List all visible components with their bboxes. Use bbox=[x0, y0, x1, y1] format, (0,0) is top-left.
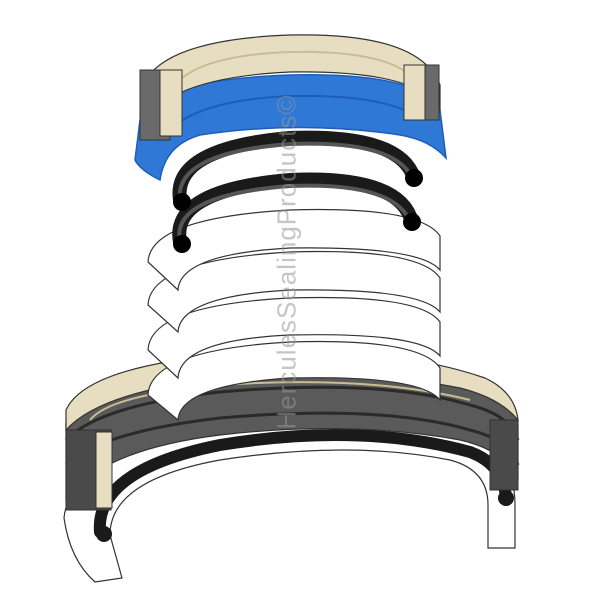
lower-o-ring bbox=[93, 429, 514, 542]
lower-seal-cut-face-right bbox=[489, 419, 519, 491]
upper-seal-cut-face-left bbox=[139, 69, 183, 141]
upper-seal-blue-body bbox=[134, 74, 448, 182]
lower-seal-cut-face-left bbox=[65, 429, 113, 511]
upper-seal-tan-ring bbox=[139, 34, 441, 128]
middle-backup-ring-1 bbox=[147, 208, 441, 292]
upper-seal-cut-face-right bbox=[403, 64, 440, 121]
watermark-text: HerculesSealingProducts© bbox=[271, 94, 302, 430]
upper-o-ring-2 bbox=[172, 172, 421, 253]
upper-o-ring-1 bbox=[172, 130, 423, 211]
middle-backup-ring-4 bbox=[147, 340, 441, 422]
middle-backup-ring-3 bbox=[147, 296, 441, 380]
middle-backup-ring-2 bbox=[147, 250, 441, 334]
